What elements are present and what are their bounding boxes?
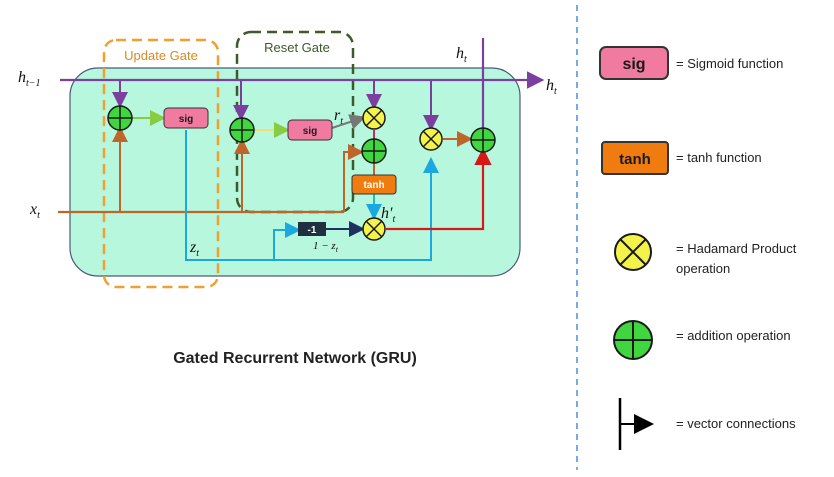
addition-icon bbox=[613, 320, 653, 360]
h-out-right-label: ht bbox=[546, 77, 557, 97]
legend-addition-item: = addition operation bbox=[613, 320, 791, 360]
reset-hadamard-node bbox=[362, 106, 386, 130]
legend-tanh-box-label: tanh bbox=[619, 151, 651, 168]
h-prev-label: ht−1 bbox=[18, 69, 41, 89]
z-line bbox=[185, 130, 439, 261]
reset-sig-box: sig bbox=[287, 119, 333, 141]
reset-addition-node bbox=[229, 117, 255, 143]
x-label: xt bbox=[29, 201, 40, 221]
gru-cell-panel bbox=[69, 67, 521, 277]
update-sig-label: sig bbox=[179, 114, 193, 125]
hidden-hadamard-node bbox=[419, 127, 443, 151]
legend-hadamard-text-1: = Hadamard Product bbox=[676, 241, 797, 256]
z-to-minus-one bbox=[273, 222, 301, 260]
minus-one-box: -1 bbox=[298, 222, 326, 236]
reset-sig-to-mult bbox=[331, 114, 366, 130]
candidate-tanh-label: tanh bbox=[363, 180, 384, 191]
hadamard-product-icon bbox=[614, 233, 652, 271]
legend-tanh-box bbox=[601, 141, 669, 175]
legend-vector-item: = vector connections bbox=[618, 398, 796, 450]
minus-one-label: -1 bbox=[308, 225, 317, 236]
legend-sig-text: = Sigmoid function bbox=[676, 56, 783, 71]
update-sig-box: sig bbox=[163, 107, 209, 129]
output-addition-node bbox=[470, 127, 496, 153]
legend-vector-text: = vector connections bbox=[676, 416, 796, 431]
reset-sig-label: sig bbox=[303, 126, 317, 137]
z-label: zt bbox=[189, 239, 199, 259]
legend-hadamard-item: = Hadamard Product operation bbox=[614, 233, 797, 276]
r-label: rt bbox=[334, 107, 343, 127]
legend-tanh-text: = tanh function bbox=[676, 150, 762, 165]
h-candidate-label: h′t bbox=[381, 205, 396, 225]
legend-sig-box-label: sig bbox=[622, 56, 645, 73]
candidate-addition-node bbox=[361, 138, 387, 164]
legend-tanh-item: tanh = tanh function bbox=[601, 141, 762, 175]
vector-connection-icon bbox=[618, 398, 654, 450]
diagram-title: Gated Recurrent Network (GRU) bbox=[173, 350, 417, 367]
x-to-candidate-add bbox=[343, 144, 364, 212]
legend-addition-text: = addition operation bbox=[676, 328, 791, 343]
candidate-to-output-add bbox=[386, 147, 492, 231]
one-minus-z-label: 1 − zt bbox=[313, 240, 339, 254]
h-out-top-label: ht bbox=[456, 45, 467, 65]
update-addition-node bbox=[107, 105, 133, 131]
legend-sig-item: sig = Sigmoid function bbox=[599, 46, 783, 80]
candidate-tanh-box: tanh bbox=[351, 174, 397, 195]
reset-gate-label: Reset Gate bbox=[264, 40, 330, 55]
legend-hadamard-text-2: operation bbox=[676, 261, 730, 276]
candidate-hadamard-node bbox=[362, 217, 386, 241]
legend-sig-box bbox=[599, 46, 669, 80]
update-gate-label: Update Gate bbox=[124, 48, 198, 63]
